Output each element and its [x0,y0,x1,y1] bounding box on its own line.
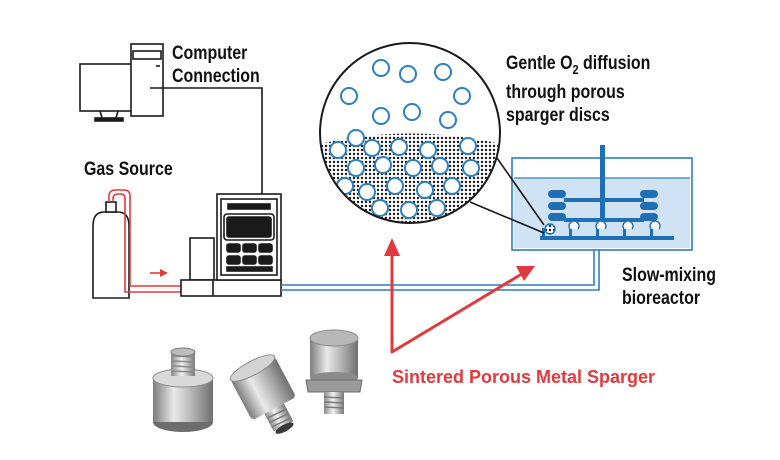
magnified-sparger-bubbles [319,42,501,224]
bioreactor-vessel [511,145,693,251]
gas-line [108,189,183,293]
diffusion-label-line1-pre: Gentle O [506,53,573,74]
computer-icon [79,43,164,122]
diffusion-label-line1-sub: 2 [572,61,579,77]
diffusion-label: Gentle O2 diffusion through porous sparg… [506,52,650,127]
outlet-gas-line [281,242,600,291]
sparger-fittings-photo [152,329,363,434]
diffusion-label-line1: Gentle O2 diffusion [506,52,650,81]
bioreactor-label: Slow-mixing bioreactor [622,264,716,310]
mass-flow-controller-icon [180,193,282,297]
gas-flow-arrow [150,269,168,277]
bioreactor-label-line1: Slow-mixing [622,265,717,286]
diffusion-label-line3: sparger discs [506,104,610,126]
sparger-label: Sintered Porous Metal Sparger [392,367,656,387]
gas-cylinder-icon [92,201,130,299]
sparger-pointer-arrows [390,252,526,354]
arrow-heads [384,238,535,281]
magnifier-callout-lines [469,157,545,234]
diffusion-label-line2: through porous [506,81,625,103]
gas-source-label: Gas Source [84,159,173,180]
computer-cable [150,87,263,196]
bioreactor-label-line2: bioreactor [622,288,701,309]
computer-label-line1: Computer [172,43,248,64]
diffusion-label-line1-post: diffusion [578,53,651,74]
computer-label: Computer Connection [172,42,260,88]
computer-label-line2: Connection [172,66,260,87]
